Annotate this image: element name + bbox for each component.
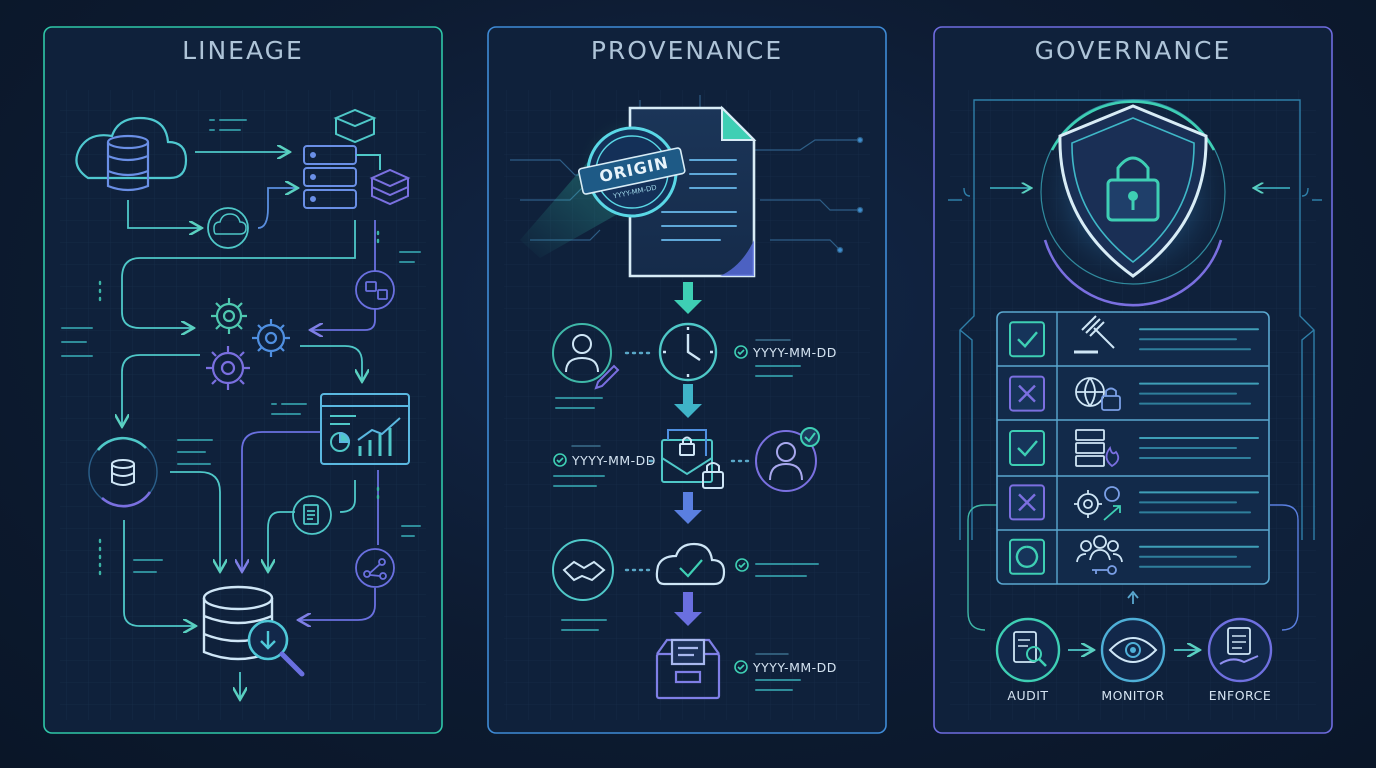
policy-table [996, 311, 1270, 585]
transform-node-icon [355, 270, 395, 310]
provenance-connectors [553, 339, 819, 691]
globe-lock-icon [1075, 377, 1121, 411]
policy-row [1009, 484, 1259, 521]
lineage-flow-lines [122, 152, 379, 698]
lineage-panel-frame [43, 26, 443, 734]
server-stack-icon [303, 108, 411, 209]
status-box-checked [1009, 430, 1045, 466]
provenance-arrow-chain [674, 282, 702, 626]
cloud-check-icon [655, 542, 726, 586]
monitor-label: MONITOR [1101, 688, 1165, 703]
provenance-date-1: YYYY-MM-DD [753, 345, 837, 360]
database-sync-icon [88, 436, 158, 508]
secure-envelope-icon [661, 429, 724, 489]
provenance-date-2: YYYY-MM-DD [572, 453, 656, 468]
policy-row [1009, 375, 1259, 412]
gears-arrow-icon [1074, 486, 1121, 521]
share-node-icon [355, 548, 395, 588]
cloud-database-icon [75, 116, 188, 192]
policy-rows [1009, 321, 1259, 575]
empty-circle-icon [1015, 545, 1039, 568]
archive-box-icon [655, 638, 721, 700]
timestamp-clock-icon [658, 322, 718, 382]
provenance-title: PROVENANCE [590, 36, 784, 65]
status-box-checked [1009, 321, 1045, 358]
up-arrow-icon [1127, 590, 1139, 604]
check-icon [1017, 331, 1038, 348]
monitor-eye-icon [1100, 617, 1166, 683]
document-node-icon [292, 495, 332, 535]
verified-user-icon [755, 427, 820, 492]
handshake-icon [552, 539, 614, 601]
cross-icon [1018, 493, 1036, 512]
audit-icon [995, 617, 1061, 683]
security-shield-icon [1040, 99, 1226, 307]
analytics-dashboard-icon [320, 393, 410, 465]
enforce-icon [1207, 617, 1273, 683]
audit-label: AUDIT [1007, 688, 1049, 703]
processing-gears-icon [206, 298, 290, 390]
provenance-date-3: YYYY-MM-DD [753, 660, 837, 675]
policy-row [1009, 538, 1259, 575]
lineage-decor-dashes [61, 119, 421, 582]
policy-row [1009, 430, 1259, 466]
server-fire-icon [1075, 429, 1120, 468]
users-key-icon [1076, 535, 1123, 575]
check-icon [1017, 440, 1038, 457]
policy-row [1009, 321, 1259, 358]
status-box-empty [1009, 538, 1045, 575]
origin-stamp [577, 126, 686, 218]
lineage-title: LINEAGE [182, 36, 304, 65]
cloud-sync-node-icon [207, 207, 249, 249]
editor-user-icon [552, 323, 620, 390]
database-search-icon [202, 585, 305, 677]
cross-icon [1018, 384, 1036, 403]
gavel-icon [1074, 315, 1115, 354]
governance-title: GOVERNANCE [1034, 36, 1232, 65]
date-check-icons [553, 345, 749, 674]
enforce-label: ENFORCE [1208, 688, 1272, 703]
